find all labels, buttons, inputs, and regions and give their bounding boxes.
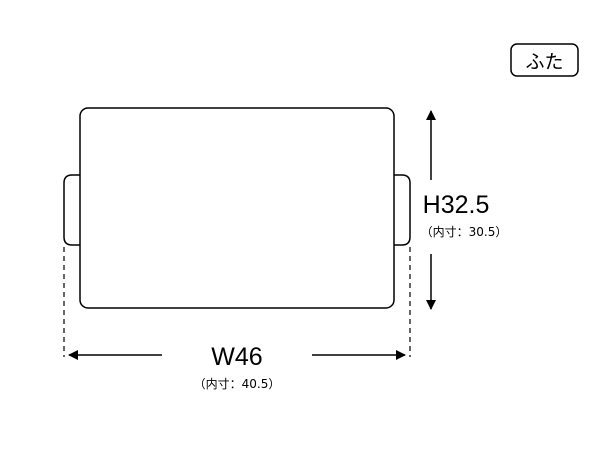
height-inner-label: （内寸：30.5） xyxy=(421,225,508,239)
left-tab xyxy=(63,174,80,246)
height-label: H32.5 xyxy=(423,191,490,219)
width-label: W46 xyxy=(211,343,262,371)
lid-body xyxy=(79,107,395,309)
part-label-box xyxy=(510,43,579,77)
part-label-text: ふた xyxy=(525,51,563,73)
right-tab xyxy=(394,174,411,246)
width-inner-label: （内寸：40.5） xyxy=(194,377,281,391)
part-label-tag: ふた xyxy=(510,43,579,77)
